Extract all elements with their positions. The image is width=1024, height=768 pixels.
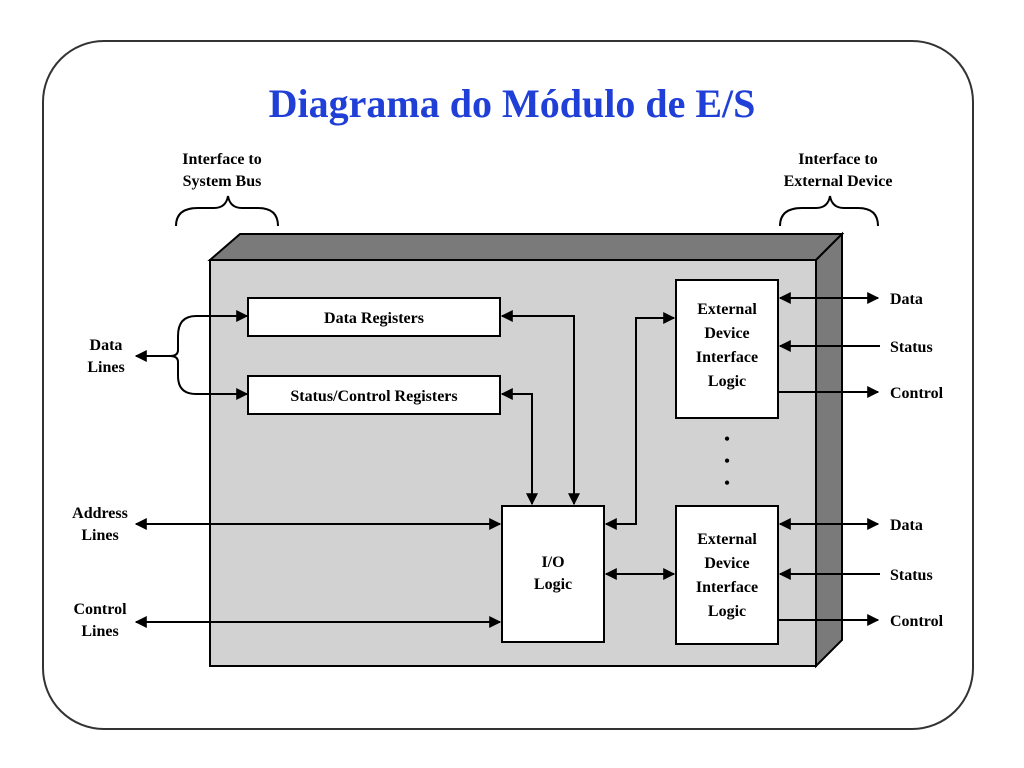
io-logic-box [501, 505, 605, 643]
ext-device-logic-top-box [675, 279, 779, 419]
status-control-registers-label: Status/Control Registers [290, 388, 457, 405]
slide-title: Diagrama do Módulo de E/S [268, 81, 756, 126]
data-registers-box [247, 297, 501, 337]
ext-device-logic-top-label-4: Logic [708, 373, 746, 390]
ellipsis-dot-2: • [724, 453, 730, 470]
interface-system-bus-label-2: System Bus [183, 173, 262, 190]
io-logic-label-2: Logic [534, 576, 572, 593]
arrow-io-to-ext-top [604, 312, 676, 530]
slide-frame [42, 40, 974, 730]
ellipsis-dot-3: • [724, 475, 730, 492]
ext-device-logic-top-label-3: Interface [696, 349, 758, 366]
arrow-status-registers-io [500, 388, 538, 506]
address-lines-label-2: Lines [81, 527, 118, 544]
data-lines-fork [138, 315, 246, 395]
right-top-control-label: Control [890, 385, 944, 402]
ellipsis-dot-1: • [724, 431, 730, 448]
right-top-status-label: Status [890, 339, 933, 356]
ext-device-logic-bottom-label-3: Interface [696, 579, 758, 596]
address-lines-label-1: Address [72, 505, 128, 522]
ext-device-logic-bottom-label-2: Device [704, 555, 749, 572]
right-bottom-status-label: Status [890, 567, 933, 584]
brace-system-bus [175, 195, 279, 227]
arrow-data-registers-io [500, 310, 580, 506]
ext-device-logic-bottom-label-4: Logic [708, 603, 746, 620]
data-lines-label-1: Data [90, 337, 123, 354]
data-registers-label: Data Registers [324, 310, 424, 327]
right-top-data-label: Data [890, 291, 923, 308]
right-bottom-control-label: Control [890, 613, 944, 630]
brace-external-device [779, 195, 879, 227]
interface-external-device-label-2: External Device [784, 173, 893, 190]
control-lines-label-2: Lines [81, 623, 118, 640]
control-lines-label-1: Control [73, 601, 127, 618]
right-bottom-data-label: Data [890, 517, 923, 534]
interface-system-bus-label-1: Interface to [182, 151, 262, 168]
status-control-registers-box [247, 375, 501, 415]
interface-external-device-label-1: Interface to [798, 151, 878, 168]
ext-device-logic-top-label-1: External [697, 301, 757, 318]
data-lines-label-2: Lines [87, 359, 124, 376]
module-box-top [207, 233, 845, 261]
ext-device-logic-top-label-2: Device [704, 325, 749, 342]
ext-device-logic-bottom-label-1: External [697, 531, 757, 548]
io-logic-label-1: I/O [541, 554, 564, 571]
ext-device-logic-bottom-box [675, 505, 779, 645]
